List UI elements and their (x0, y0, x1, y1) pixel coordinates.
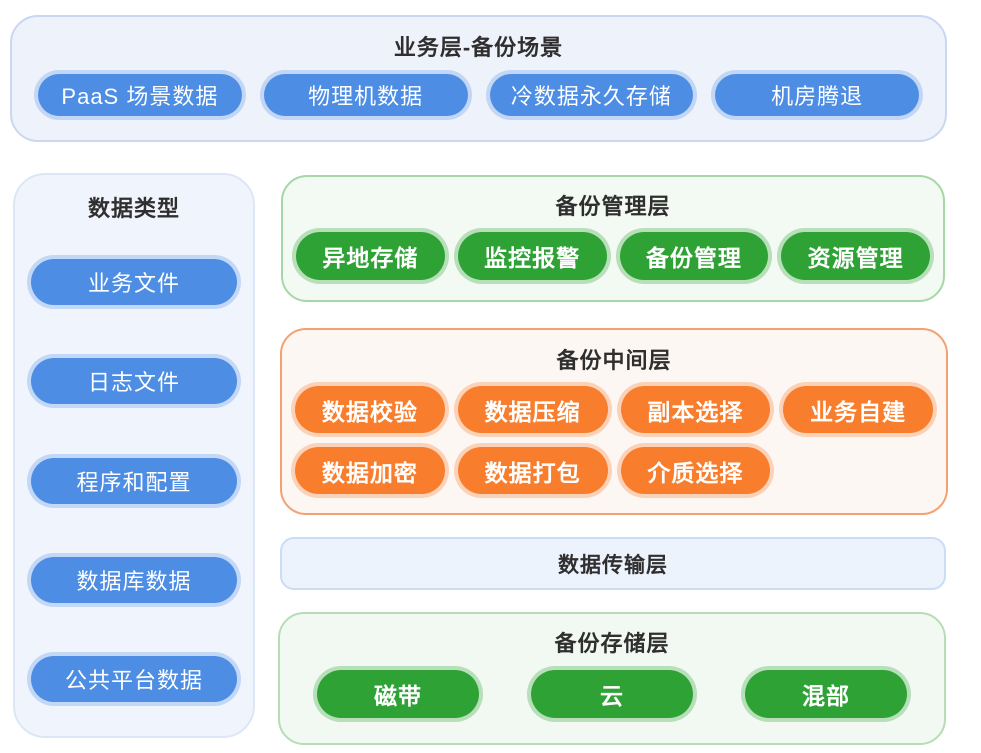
data-types-panel: 数据类型 业务文件 日志文件 程序和配置 数据库数据 公共平台数据 (13, 173, 255, 738)
management-pill-resource-management: 资源管理 (781, 232, 930, 280)
business-scenario-pill-paas: PaaS 场景数据 (38, 74, 242, 116)
storage-layer-panel: 备份存储层 磁带 云 混部 (278, 612, 946, 745)
management-pill-monitoring-alert: 监控报警 (457, 232, 607, 280)
storage-pill-tape: 磁带 (317, 670, 479, 718)
data-types-title: 数据类型 (87, 196, 180, 221)
business-scenario-pill-cold-data: 冷数据永久存储 (489, 74, 694, 116)
middle-pill-data-verification: 数据校验 (295, 386, 445, 433)
middle-pill-data-packaging: 数据打包 (457, 447, 608, 494)
middle-pill-business-self-built: 业务自建 (783, 386, 933, 433)
middle-layer-title: 备份中间层 (556, 348, 672, 373)
storage-pill-cloud: 云 (531, 670, 693, 718)
business-scenario-pill-physical: 物理机数据 (263, 74, 468, 116)
middle-pill-replica-selection: 副本选择 (620, 386, 771, 433)
middle-pill-media-selection: 介质选择 (620, 447, 771, 494)
transport-layer-panel: 数据传输层 (280, 537, 946, 590)
management-layer-title: 备份管理层 (555, 194, 671, 219)
data-types-pills: 业务文件 日志文件 程序和配置 数据库数据 公共平台数据 (31, 259, 237, 702)
data-type-pill-business-files: 业务文件 (31, 259, 237, 305)
management-layer-panel: 备份管理层 异地存储 监控报警 备份管理 资源管理 (281, 175, 945, 302)
data-type-pill-public-platform: 公共平台数据 (31, 656, 237, 702)
business-layer-pills: PaaS 场景数据 物理机数据 冷数据永久存储 机房腾退 (12, 74, 945, 116)
data-type-pill-programs-config: 程序和配置 (31, 457, 237, 504)
management-layer-pills: 异地存储 监控报警 备份管理 资源管理 (283, 232, 943, 280)
middle-pill-data-compression: 数据压缩 (457, 386, 608, 433)
business-scenario-pill-datacenter-exit: 机房腾退 (715, 74, 919, 116)
data-type-pill-database: 数据库数据 (31, 556, 237, 603)
transport-layer-title: 数据传输层 (558, 553, 668, 577)
middle-layer-panel: 备份中间层 数据校验 数据压缩 副本选择 业务自建 数据加密 数据打包 介质选择 (280, 328, 948, 515)
business-layer-title: 业务层-备份场景 (393, 35, 564, 60)
data-type-pill-log-files: 日志文件 (31, 358, 237, 405)
business-layer-panel: 业务层-备份场景 PaaS 场景数据 物理机数据 冷数据永久存储 机房腾退 (10, 15, 947, 142)
middle-pill-data-encryption: 数据加密 (295, 447, 445, 494)
storage-layer-title: 备份存储层 (554, 631, 670, 656)
management-pill-backup-management: 备份管理 (619, 232, 769, 280)
management-pill-remote-storage: 异地存储 (296, 232, 445, 280)
storage-layer-pills: 磁带 云 混部 (280, 670, 944, 718)
middle-layer-pills: 数据校验 数据压缩 副本选择 业务自建 数据加密 数据打包 介质选择 (282, 386, 946, 494)
storage-pill-hybrid: 混部 (745, 670, 907, 718)
